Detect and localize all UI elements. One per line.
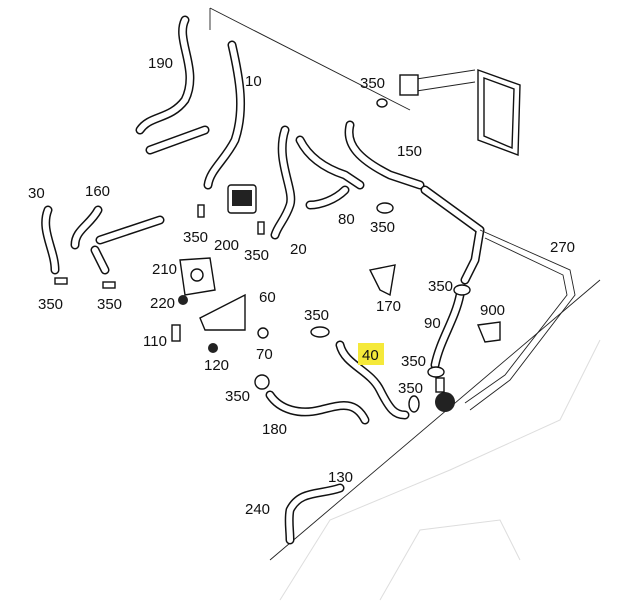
label-350[interactable]: 350	[398, 380, 423, 397]
label-350[interactable]: 350	[401, 353, 426, 370]
label-350[interactable]: 350	[428, 278, 453, 295]
label-20[interactable]: 20	[290, 241, 307, 258]
label-80[interactable]: 80	[338, 211, 355, 228]
label-150[interactable]: 150	[397, 143, 422, 160]
label-180[interactable]: 180	[262, 421, 287, 438]
label-10[interactable]: 10	[245, 73, 262, 90]
label-190[interactable]: 190	[148, 55, 173, 72]
label-70[interactable]: 70	[256, 346, 273, 363]
heater-core	[399, 69, 521, 156]
label-270[interactable]: 270	[550, 239, 575, 256]
label-350[interactable]: 350	[244, 247, 269, 264]
label-350[interactable]: 350	[38, 296, 63, 313]
label-240[interactable]: 240	[245, 501, 270, 518]
heater-pipes	[409, 69, 576, 411]
label-40[interactable]: 40	[362, 347, 379, 364]
label-220[interactable]: 220	[150, 295, 175, 312]
label-170[interactable]: 170	[376, 298, 401, 315]
label-350[interactable]: 350	[183, 229, 208, 246]
label-60[interactable]: 60	[259, 289, 276, 306]
label-200[interactable]: 200	[214, 237, 239, 254]
components	[54, 98, 501, 413]
label-90[interactable]: 90	[424, 315, 441, 332]
label-350[interactable]: 350	[225, 388, 250, 405]
label-210[interactable]: 210	[152, 261, 177, 278]
label-30[interactable]: 30	[28, 185, 45, 202]
label-160[interactable]: 160	[85, 183, 110, 200]
label-350[interactable]: 350	[370, 219, 395, 236]
label-350[interactable]: 350	[360, 75, 385, 92]
label-120[interactable]: 120	[204, 357, 229, 374]
label-350[interactable]: 350	[304, 307, 329, 324]
hoses	[41, 15, 485, 545]
frame-lines	[209, 7, 601, 601]
highlight-40	[358, 343, 384, 365]
label-110[interactable]: 110	[143, 333, 167, 350]
label-900[interactable]: 900	[480, 302, 505, 319]
part-labels: 190 10 350 150 30 160 350 200 350 20 80 …	[28, 55, 575, 518]
label-130[interactable]: 130	[328, 469, 353, 486]
label-350[interactable]: 350	[97, 296, 122, 313]
